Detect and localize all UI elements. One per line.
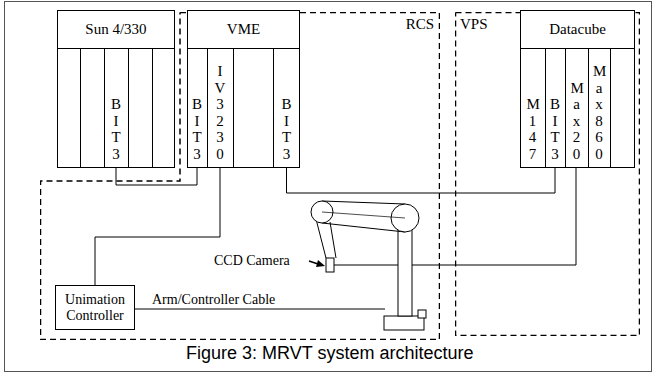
slot-divider (233, 48, 234, 167)
board-name: BIT3 (281, 96, 293, 162)
ccd-camera (326, 258, 334, 272)
board-slot: BIT3 (273, 48, 300, 168)
slot-divider (80, 48, 81, 167)
forearm-edge (330, 222, 336, 258)
board-slot: IV3230 (207, 48, 233, 168)
robot-base-block (418, 310, 426, 318)
box-title: VME (188, 11, 299, 48)
figure-frame (5, 2, 652, 372)
slot-divider (104, 48, 105, 167)
board-slot: BIT3 (104, 48, 128, 168)
board-slot: M147 (520, 48, 545, 168)
box-title: Unimation Controller (60, 292, 130, 324)
bus-cable (287, 168, 556, 193)
box-title: Datacube (521, 11, 634, 48)
board-name: M147 (527, 96, 539, 162)
upper-arm-edge (322, 201, 405, 204)
slot-divider (207, 48, 208, 167)
arm-tendon (322, 212, 405, 218)
subsystem-region: RCS VME BIT3 IV3230 BIT3Unimation Controller (40, 12, 440, 340)
slot-divider (565, 48, 566, 167)
leader-arrowhead (316, 260, 325, 267)
vme-chassis: VME BIT3 IV3230 BIT3 (187, 10, 300, 168)
slot-divider (152, 48, 153, 167)
slot-divider (273, 48, 274, 167)
subsystem-region: VPS DatacubeM147 BIT3 Max20 Max860 (455, 12, 640, 336)
cable-label: Arm/Controller Cable (150, 292, 277, 308)
slot-divider (588, 48, 589, 167)
board-slot: BIT3 (545, 48, 565, 168)
forearm-edge (316, 219, 326, 258)
robot-column (398, 228, 412, 316)
header-divider (188, 48, 299, 49)
slot-divider (128, 48, 129, 167)
controller-box: Unimation Controller (55, 285, 135, 330)
board-slot: Max20 (565, 48, 588, 168)
arm-cable (135, 309, 385, 310)
figure-caption: Figure 3: MRVT system architecture (183, 343, 476, 363)
slot-divider (545, 48, 546, 167)
board-name: IV3230 (214, 63, 226, 162)
computer-chassis: Sun 4/330BIT3 (57, 10, 175, 168)
bus-cable (95, 168, 220, 285)
board-name: Max20 (571, 80, 583, 163)
header-divider (58, 48, 174, 49)
board-name: BIT3 (549, 96, 561, 162)
callout-label: CCD Camera (212, 253, 292, 269)
header-divider (521, 48, 634, 49)
box-title: Sun 4/330 (58, 11, 174, 48)
leader-line (309, 261, 318, 264)
region-name: VPS (460, 16, 488, 33)
board-name: Max860 (593, 63, 605, 162)
slot-divider (610, 48, 611, 167)
region-name: RCS (406, 16, 434, 33)
board-slot: Max860 (588, 48, 610, 168)
board-name: BIT3 (191, 96, 203, 162)
board-slot: BIT3 (187, 48, 207, 168)
bus-cable (116, 168, 197, 185)
robot-arm (311, 201, 426, 330)
processor-chassis: DatacubeM147 BIT3 Max20 Max860 (520, 10, 635, 168)
board-name: BIT3 (110, 96, 122, 162)
